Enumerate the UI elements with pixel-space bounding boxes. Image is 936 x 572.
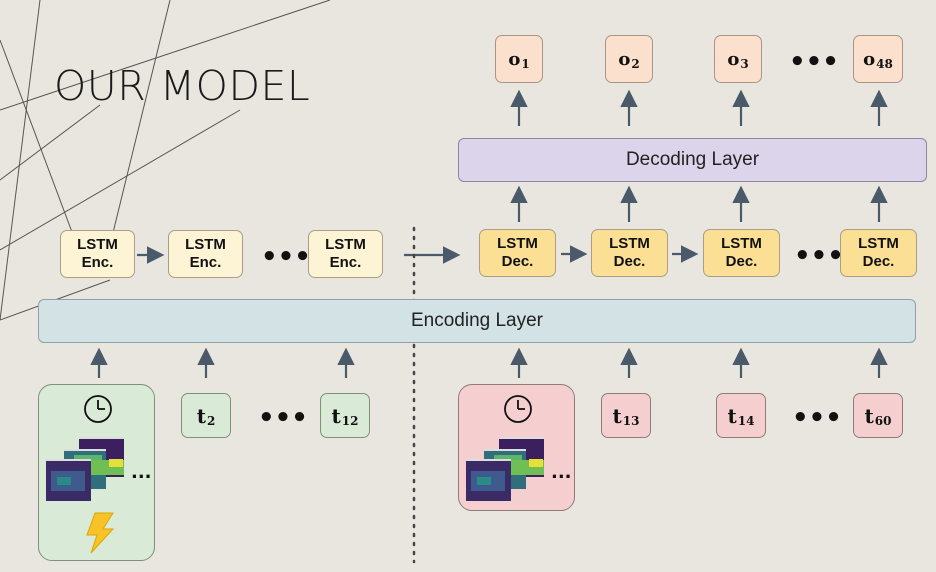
lightning-icon [86,512,115,554]
ellipsis: ••• [261,242,311,272]
clock-icon [84,395,112,423]
ellipsis: ••• [792,403,842,433]
ellipsis: ••• [258,403,308,433]
ellipsis: ••• [789,47,839,77]
encoding-layer: Encoding Layer [38,299,916,343]
first-timestep-input-red: ... [458,384,575,511]
image-stack-icon [466,437,544,501]
first-timestep-input-green: ... [38,384,155,561]
decoding-layer: Decoding Layer [458,138,927,182]
page-title: OUR MODEL [54,62,311,110]
ellipsis: ... [131,462,152,483]
image-stack-icon [46,437,124,501]
ellipsis: ... [551,462,572,483]
clock-icon [504,395,532,423]
ellipsis: ••• [794,241,844,271]
